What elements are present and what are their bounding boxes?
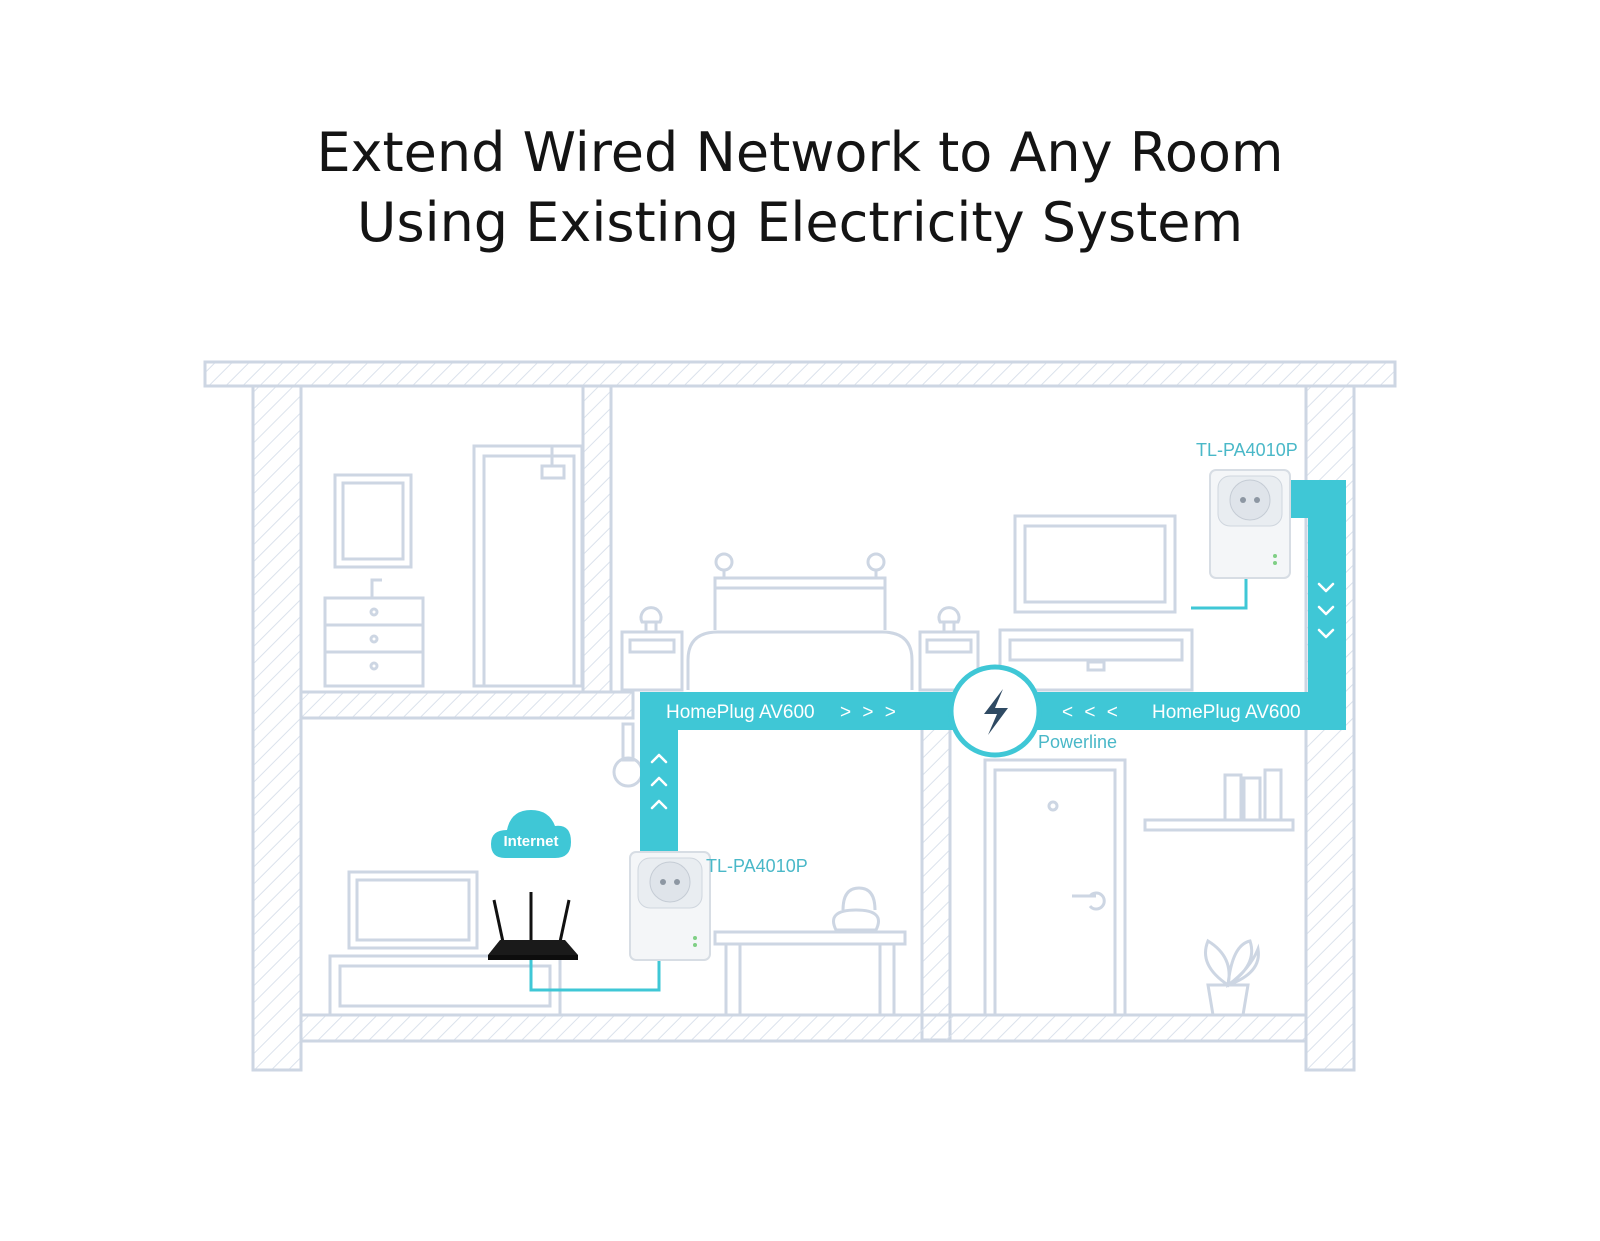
plant-pot (1206, 983, 1250, 1017)
nightstand-left (620, 630, 684, 692)
desk (328, 954, 562, 1017)
house-structure (203, 360, 1397, 1072)
internet-label: Internet (503, 833, 558, 850)
arrows-right: > > > (840, 702, 899, 723)
arrows-left: < < < (1062, 702, 1121, 723)
flow-chevrons (650, 582, 1335, 810)
device-label-top: TL-PA4010P (1196, 440, 1298, 460)
ceiling-lamp (612, 756, 644, 788)
door (983, 758, 1127, 1017)
lower-interior-wall (920, 716, 952, 1042)
title-line-1: Extend Wired Network to Any Room (316, 121, 1284, 184)
chevrons-up (650, 753, 668, 810)
upper-interior-wall (581, 384, 613, 694)
side-table (713, 930, 907, 946)
fruit-bowl (832, 886, 880, 932)
mirror (333, 473, 413, 569)
powerline-riser-right (1308, 480, 1346, 730)
headboard (713, 576, 887, 630)
cable-router-adapter (529, 940, 661, 992)
shower (472, 444, 584, 688)
homeplug-label-right: HomePlug AV600 (1152, 702, 1301, 723)
powerline-riser-left (640, 692, 678, 858)
ground-floor (299, 1013, 1308, 1043)
page-title: Extend Wired Network to Any Room Using E… (0, 118, 1600, 258)
bed (686, 630, 914, 690)
homeplug-label-left: HomePlug AV600 (666, 702, 815, 723)
middle-floor (299, 690, 635, 720)
device-label-bottom: TL-PA4010P (706, 856, 808, 876)
desk-monitor (347, 870, 479, 950)
left-wall (251, 384, 303, 1072)
door-handle (1072, 891, 1106, 911)
sink-cabinet (323, 596, 425, 688)
lamp-left (639, 606, 663, 632)
powerline-hub (948, 664, 1042, 758)
tv (1013, 514, 1177, 614)
lightning-icon (984, 689, 1008, 735)
chevrons-down (1317, 582, 1335, 639)
shelf (1143, 818, 1295, 832)
title-line-2: Using Existing Electricity System (356, 191, 1244, 254)
router-icon (488, 892, 578, 960)
faucet (370, 578, 382, 598)
powerline-adapter-top (1209, 469, 1291, 579)
powerline-adapter-bottom (629, 851, 711, 961)
mirror-inner (341, 481, 405, 561)
cable-tv (1191, 578, 1248, 610)
cloud-icon: Internet (491, 810, 571, 858)
nightstand-right (918, 630, 980, 692)
powerline-label: Powerline (1038, 732, 1117, 752)
roof-slab (203, 360, 1397, 388)
tv-stand (998, 628, 1194, 692)
